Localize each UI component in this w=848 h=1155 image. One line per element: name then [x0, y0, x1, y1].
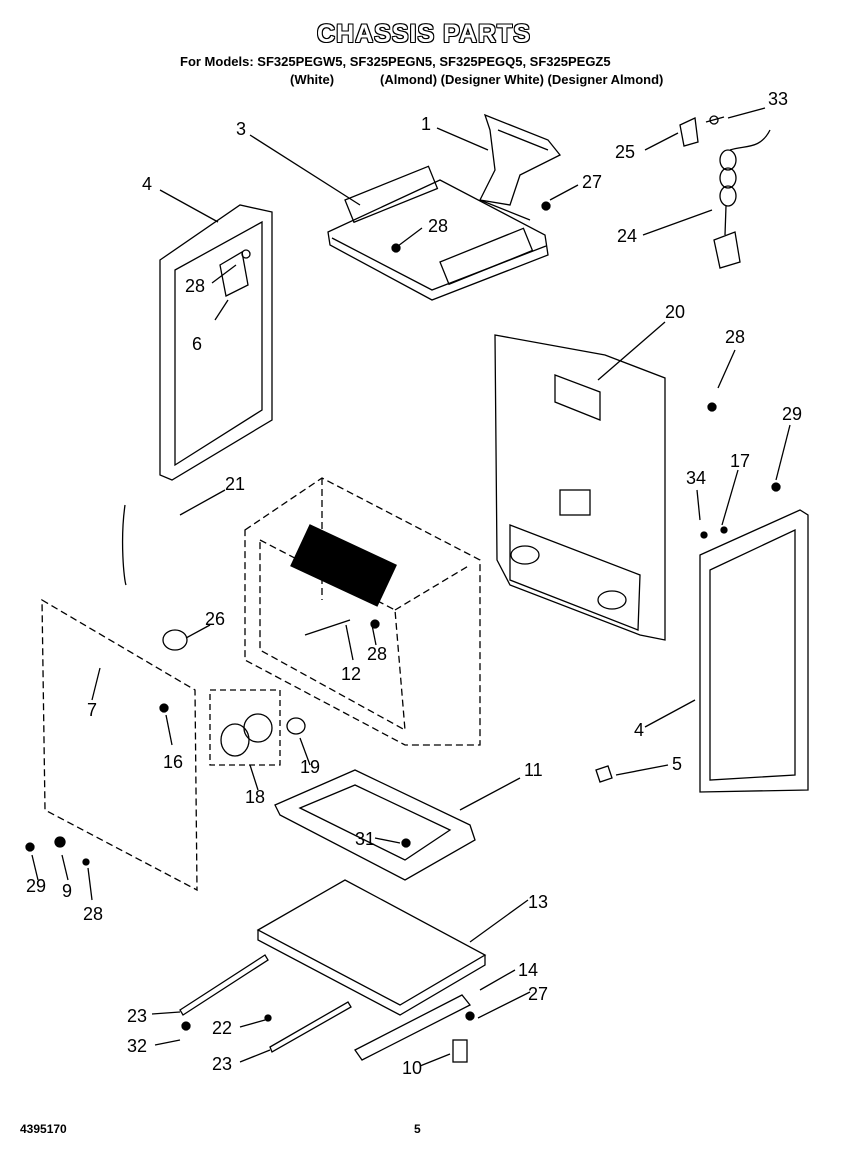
callout-4-left: 4: [142, 174, 152, 194]
callout-4-right: 4: [634, 720, 644, 740]
part-23-rail-top: [179, 954, 269, 1016]
doc-number: 4395170: [20, 1122, 67, 1136]
callout-24: 24: [617, 226, 637, 246]
part-26-plug: [162, 629, 188, 651]
callout-9: 9: [62, 881, 72, 901]
page-number: 5: [414, 1122, 421, 1136]
callout-10: 10: [402, 1058, 422, 1078]
callout-27-top: 27: [582, 172, 602, 192]
callout-12: 12: [341, 664, 361, 684]
part-10-leveler: [452, 1039, 468, 1063]
model-list: For Models: SF325PEGW5, SF325PEGN5, SF32…: [180, 54, 611, 69]
callout-27-bottom: 27: [528, 984, 548, 1004]
callout-32: 32: [127, 1036, 147, 1056]
callout-23-top: 23: [127, 1006, 147, 1026]
callout-34: 34: [686, 468, 706, 488]
callout-29-door: 29: [26, 876, 46, 896]
leader-lines: [31, 107, 791, 1067]
callout-28-door: 28: [83, 904, 103, 924]
part-1-vent-duct: [479, 113, 562, 221]
callout-16: 16: [163, 752, 183, 772]
callout-20: 20: [665, 302, 685, 322]
part-21-gasket: [121, 504, 127, 586]
callout-28-cavity: 28: [367, 644, 387, 664]
callout-1: 1: [421, 114, 431, 134]
part-23-rail-bottom: [269, 1001, 352, 1053]
callout-19: 19: [300, 757, 320, 777]
callout-28-panel: 28: [185, 276, 205, 296]
callout-28-back: 28: [725, 327, 745, 347]
part-3-top-panel: [327, 165, 549, 301]
oven-door-frame: [41, 598, 198, 892]
callout-23-bottom: 23: [212, 1054, 232, 1074]
part-14-bracket: [354, 994, 472, 1061]
part-6-bracket: [219, 249, 251, 297]
callout-5: 5: [672, 754, 682, 774]
part-11-burner-box: [274, 769, 476, 881]
variant-others: (Almond) (Designer White) (Designer Almo…: [380, 72, 664, 87]
part-12-igniter: [304, 619, 351, 636]
callout-3: 3: [236, 119, 246, 139]
variant-white: (White): [290, 72, 335, 87]
part-18-burner-assembly: [209, 689, 281, 766]
callout-6: 6: [192, 334, 202, 354]
part-25-bracket-33-screw: [679, 115, 725, 147]
callout-7: 7: [87, 700, 97, 720]
part-20-back-panel: [494, 334, 666, 641]
callout-33: 33: [768, 89, 788, 109]
callout-29-right: 29: [782, 404, 802, 424]
callout-31: 31: [355, 829, 375, 849]
part-5-clip: [595, 765, 613, 783]
part-4-right-side-panel: [699, 509, 809, 793]
callout-21: 21: [225, 474, 245, 494]
callout-13: 13: [528, 892, 548, 912]
callout-25: 25: [615, 142, 635, 162]
callout-22: 22: [212, 1018, 232, 1038]
part-4-left-side-panel: [159, 204, 273, 481]
cavity-top-vent: [290, 524, 397, 607]
part-18-orifice: [243, 713, 273, 743]
part-18-burner: [220, 723, 250, 757]
part-24-power-cord: [713, 129, 771, 269]
callout-28-top: 28: [428, 216, 448, 236]
callout-numbers: 1 3 4 28 6 27 28 33 25 24 20 28 29 34 17…: [26, 89, 802, 1078]
callout-17: 17: [730, 451, 750, 471]
callout-14: 14: [518, 960, 538, 980]
page-title: CHASSIS PARTS: [317, 20, 531, 48]
part-19-bulb: [286, 717, 306, 735]
screws: [25, 201, 781, 1031]
part-13-bottom-panel: [256, 879, 487, 1016]
callout-11: 11: [524, 760, 543, 780]
callout-26: 26: [205, 609, 225, 629]
callout-18: 18: [245, 787, 265, 807]
